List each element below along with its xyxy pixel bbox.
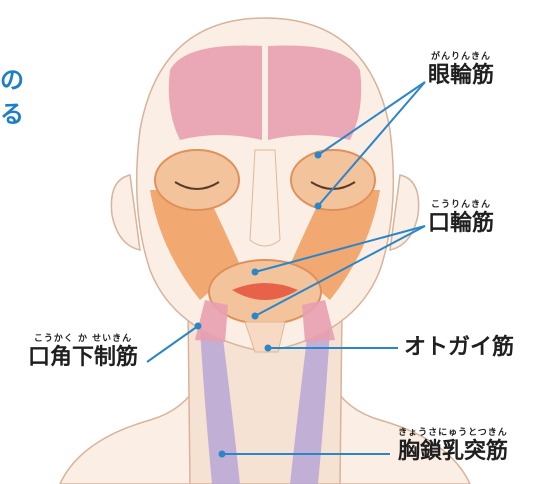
ruby-kokakukaseikin: こうかく か せいきん [28, 334, 138, 345]
dot-eye-upper [315, 152, 322, 159]
ruby-kyosa: きょうさにゅうとつきん [398, 428, 508, 439]
ear-left [111, 175, 140, 250]
ruby-korinkin: こうりんきん [428, 200, 494, 211]
dot-mouth-lower [252, 313, 259, 320]
text-korinkin: 口輪筋 [428, 211, 494, 237]
label-kyosa: きょうさにゅうとつきん 胸鎖乳突筋 [398, 428, 508, 465]
eye-muscle-left [155, 150, 239, 210]
label-kokakukaseikin: こうかく か せいきん 口角下制筋 [28, 334, 138, 371]
dot-mouth-upper [252, 269, 259, 276]
dot-depressor [195, 323, 202, 330]
eye-muscle-right [291, 150, 375, 210]
text-ganrinkin: 眼輪筋 [428, 63, 494, 89]
nose [250, 150, 280, 246]
dot-scm [219, 451, 226, 458]
dot-eye-lower [315, 203, 322, 210]
frontalis-left [169, 46, 262, 141]
label-korinkin: こうりんきん 口輪筋 [428, 200, 494, 237]
text-kokakukaseikin: 口角下制筋 [28, 345, 138, 371]
frontalis-right [268, 46, 361, 141]
text-otogai: オトガイ筋 [404, 335, 514, 361]
label-otogai: オトガイ筋 [404, 335, 514, 361]
ruby-ganrinkin: がんりんきん [428, 52, 494, 63]
text-kyosa: 胸鎖乳突筋 [398, 439, 508, 465]
label-ganrinkin: がんりんきん 眼輪筋 [428, 52, 494, 89]
dot-mentalis [265, 345, 272, 352]
ear-right [390, 175, 419, 250]
